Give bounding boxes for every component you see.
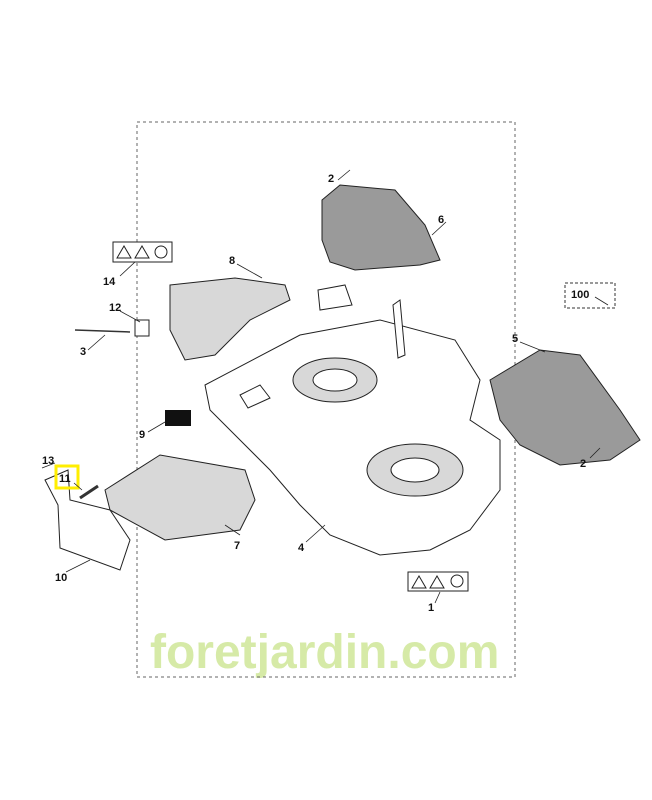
mower-deck xyxy=(204,299,501,556)
warning-label-14 xyxy=(112,241,173,263)
callout-3[interactable]: 3 xyxy=(80,346,86,358)
callout-7[interactable]: 7 xyxy=(234,540,240,552)
discharge-chute-7 xyxy=(104,454,256,541)
callout-8[interactable]: 8 xyxy=(229,255,235,267)
leader-lines xyxy=(41,169,609,604)
callout-10[interactable]: 10 xyxy=(55,572,67,584)
callout-4[interactable]: 4 xyxy=(298,542,305,554)
svg-text:foretjardin.com: foretjardin.com xyxy=(150,626,499,679)
rod-3 xyxy=(74,329,131,333)
part-100-box xyxy=(564,282,616,309)
callout-13[interactable]: 13 xyxy=(42,455,54,467)
highlight-box-11 xyxy=(54,464,80,490)
callout-14[interactable]: 14 xyxy=(103,276,116,288)
callout-9[interactable]: 9 xyxy=(139,429,145,441)
belt-cover-5 xyxy=(489,349,641,466)
callout-2b[interactable]: 2 xyxy=(580,458,586,470)
callout-1[interactable]: 1 xyxy=(428,602,434,614)
spring-11 xyxy=(79,484,99,500)
callout-11[interactable]: 11 xyxy=(59,473,71,485)
side-shield-8 xyxy=(169,277,291,361)
bracket-10 xyxy=(44,469,131,571)
belt-cover-6 xyxy=(317,184,441,311)
callout-2[interactable]: 2 xyxy=(328,173,334,185)
callout-6[interactable]: 6 xyxy=(438,214,444,226)
watermark: foretjardin.com xyxy=(150,626,499,679)
warning-label-1 xyxy=(407,571,469,592)
part-12 xyxy=(134,319,150,337)
callout-5[interactable]: 5 xyxy=(512,333,518,345)
callout-100[interactable]: 100 xyxy=(571,289,589,301)
callout-12[interactable]: 12 xyxy=(109,302,121,314)
sticker-9 xyxy=(165,410,191,426)
